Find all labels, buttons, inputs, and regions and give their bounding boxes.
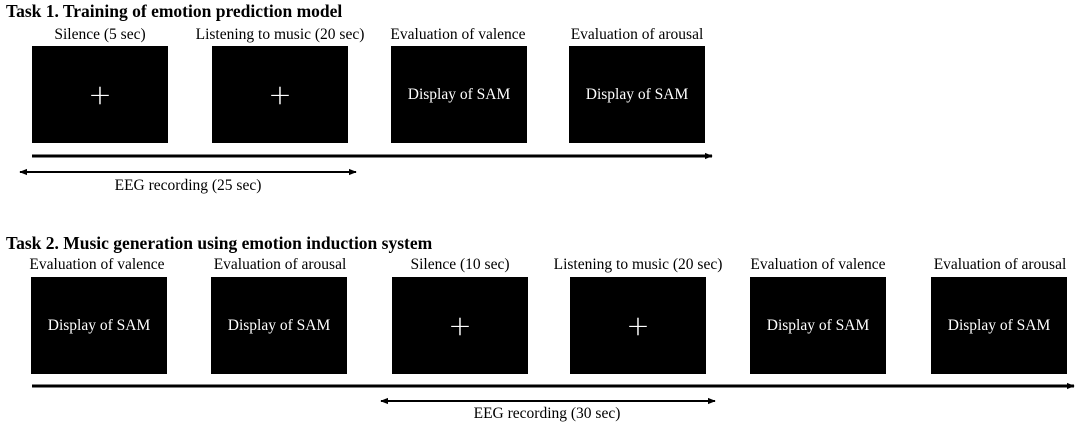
- task2-step6-label: Evaluation of arousal: [933, 256, 1067, 273]
- task1-screen-silence: +: [32, 46, 168, 143]
- task1-step3-label: Evaluation of valence: [390, 26, 526, 43]
- fixation-cross-icon: +: [88, 77, 112, 111]
- sam-display-text: Display of SAM: [407, 85, 511, 103]
- task1-step2-label: Listening to music (20 sec): [195, 26, 365, 43]
- task2-screen-valence-post: Display of SAM: [750, 277, 886, 374]
- task1-screen-arousal: Display of SAM: [569, 46, 705, 143]
- task2-screen-arousal-pre: Display of SAM: [211, 277, 347, 374]
- fixation-cross-icon: +: [268, 77, 292, 111]
- sam-display-text: Display of SAM: [227, 316, 331, 334]
- sam-display-text: Display of SAM: [47, 316, 151, 334]
- task1-screen-valence: Display of SAM: [391, 46, 527, 143]
- task1-title: Task 1. Training of emotion prediction m…: [6, 1, 343, 21]
- task1-step1-label: Silence (5 sec): [54, 26, 146, 43]
- task1-screen-listening: +: [212, 46, 348, 143]
- task2-step4-label: Listening to music (20 sec): [553, 256, 723, 273]
- task2-step5-label: Evaluation of valence: [750, 256, 886, 273]
- task2-title: Task 2. Music generation using emotion i…: [6, 233, 433, 253]
- task2-screen-arousal-post: Display of SAM: [931, 277, 1067, 374]
- task2-step1-label: Evaluation of valence: [29, 256, 165, 273]
- task1-eeg-label: EEG recording (25 sec): [114, 177, 262, 194]
- task1-step4-label: Evaluation of arousal: [570, 26, 704, 43]
- task2-screen-valence-pre: Display of SAM: [31, 277, 167, 374]
- task2-step2-label: Evaluation of arousal: [213, 256, 347, 273]
- task2-step3-label: Silence (10 sec): [410, 256, 510, 273]
- task2-screen-silence: +: [392, 277, 528, 374]
- fixation-cross-icon: +: [448, 308, 472, 342]
- fixation-cross-icon: +: [626, 308, 650, 342]
- sam-display-text: Display of SAM: [947, 316, 1051, 334]
- task2-eeg-label: EEG recording (30 sec): [473, 405, 621, 422]
- sam-display-text: Display of SAM: [766, 316, 870, 334]
- sam-display-text: Display of SAM: [585, 85, 689, 103]
- task2-screen-listening: +: [570, 277, 706, 374]
